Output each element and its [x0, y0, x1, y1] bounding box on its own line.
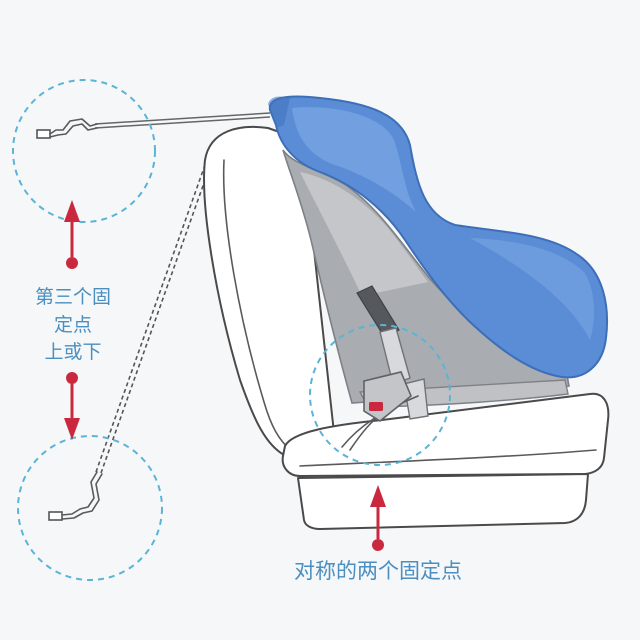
third-anchor-label-line-2: 定点: [54, 314, 92, 336]
vehicle-seat-cushion: [281, 392, 610, 530]
buckle-release-button: [369, 402, 383, 411]
child-seat-shell: [268, 95, 609, 379]
symmetric-anchors-label: 对称的两个固定点: [294, 559, 462, 583]
up-arrow-icon: [64, 200, 80, 269]
third-anchor-label-line-3: 上或下: [44, 341, 101, 363]
third-anchor-label: 第三个固 定点 上或下: [35, 286, 111, 363]
harness-strap: [341, 327, 429, 451]
down-arrow-icon: [64, 372, 80, 440]
lower-tether-strap: [95, 164, 211, 474]
isofix-anchor-callout-circle: [309, 324, 451, 466]
top-anchor-hook-icon: [36, 118, 98, 139]
third-anchor-label-line-1: 第三个固: [35, 286, 111, 308]
lower-anchor-callout-circle: [17, 435, 163, 581]
buckle-icon: [363, 371, 412, 422]
isofix-up-arrow-icon: [370, 485, 386, 551]
belt-guide-slot: [356, 285, 400, 339]
lower-anchor-hook-icon: [48, 471, 103, 521]
top-anchor-callout-circle: [12, 79, 156, 223]
top-tether-strap: [94, 112, 271, 129]
